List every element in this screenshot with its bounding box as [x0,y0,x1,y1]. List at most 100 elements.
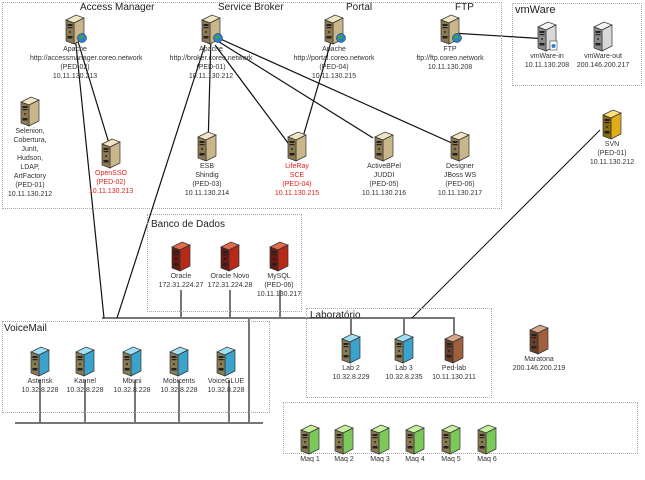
node-label: Maq 5 [406,455,496,464]
group-vmware [512,3,642,86]
node-label-line: 10.11.130.211 [432,374,476,381]
server-icon [87,345,177,377]
node-label-line: (PED-02) [60,64,90,71]
group-title-vmware: vmWare [515,4,556,16]
server-icon [66,137,156,169]
node-label-line: (PED-01) [15,182,45,189]
node-label-line: 10.32.8.228 [160,387,198,394]
node-label-line: (PED-04) [282,181,312,188]
node-label-line: Designer [445,163,474,170]
node-label-line: 172.31.224.28 [207,282,253,289]
node-label-line: ActiveBPel [367,163,401,170]
node-label-line: Mbuni [122,378,142,385]
node-label: Maratona 200.146.200.219 [494,355,584,373]
node-label-line: FTP [443,46,457,53]
node-label-line: 200.146.200.217 [576,62,630,69]
node-label-line: 200.146.200.219 [512,365,566,372]
node-label-line: 172.31.224.27 [158,282,204,289]
node-label: Maq 2 [299,455,389,464]
node-maq6: Maq 6 [442,423,532,464]
node-label-line: Maq 2 [334,456,354,463]
node-label-line: LifeRay [285,163,309,170]
node-label-line: vmWare-out [584,53,622,60]
node-label-line: (PED-05) [369,181,399,188]
server-icon [415,130,505,162]
server-icon [299,423,389,455]
node-maq4: Maq 4 [370,423,460,464]
node-label-line: 10.32.8.228 [66,387,104,394]
group-title-ftp: FTP [455,2,474,13]
node-label: MySQL(PED-06)10.11.130.217 [234,272,324,299]
server-icon [181,345,271,377]
node-label-line: Kannel [74,378,96,385]
group-title-service-broker: Service Broker [218,2,284,13]
server-icon [359,332,449,364]
node-label-line: ArtFactory [13,173,47,180]
node-label-line: Maq 1 [300,456,320,463]
node-label-line: 10.11.130.214 [184,190,230,197]
node-label-line: 10.11.130.212 [188,73,234,80]
server-icon [494,323,584,355]
node-label-line: (PED-06) [264,282,294,289]
node-label-line: Asterisk [27,378,53,385]
server-icon [370,423,460,455]
node-label: vmWare-out 200.146.200.217 [558,52,645,70]
node-label-line: http://portal.coreo.network [293,55,375,62]
node-label-line: 10.11.130.213 [88,188,134,195]
server-icon [265,423,355,455]
ftp-vmware-link [451,32,549,40]
node-label-line: (PED-04) [319,64,349,71]
node-maq2: Maq 2 [299,423,389,464]
database-server-icon [234,240,324,272]
node-mysql: MySQL(PED-06)10.11.130.217 [234,240,324,299]
node-label-line: Apache [322,46,346,53]
node-label-line: (PED-01) [597,150,627,157]
node-label-line: 10.11.130.216 [361,190,407,197]
web-server-icon [30,13,120,45]
node-label-line: 10.11.130.215 [274,190,320,197]
group-title-banco-de-dados: Banco de Dados [151,219,225,230]
node-label-line: Maq 4 [405,456,425,463]
node-label-line: Maq 5 [441,456,461,463]
am-opensso-link [75,34,112,151]
web-server-icon [405,13,495,45]
node-label: Maq 3 [335,455,425,464]
node-label-line: (PED-03) [192,181,222,188]
node-label-line: Maq 6 [477,456,497,463]
node-label-line: SVN [604,141,620,148]
node-kannel: Kannel 10.32.8.228 [40,345,130,395]
node-label-line: http://broker.coreo.network [169,55,253,62]
node-label-line: Selenion, [15,128,45,135]
server-icon [409,332,499,364]
web-server-icon [166,13,256,45]
node-label-line: Maratona [524,356,554,363]
node-label-line: 10.11.130.212 [7,191,53,198]
node-label-line: (PED-01) [196,64,226,71]
server-icon [0,345,85,377]
am-uplink [74,34,105,319]
sb-liferay-link [214,44,292,148]
node-label-line: JUDDI [373,172,395,179]
group-laboratorio [306,308,492,398]
node-maq5: Maq 5 [406,423,496,464]
node-label-line: Maq 3 [370,456,390,463]
server-icon [339,130,429,162]
